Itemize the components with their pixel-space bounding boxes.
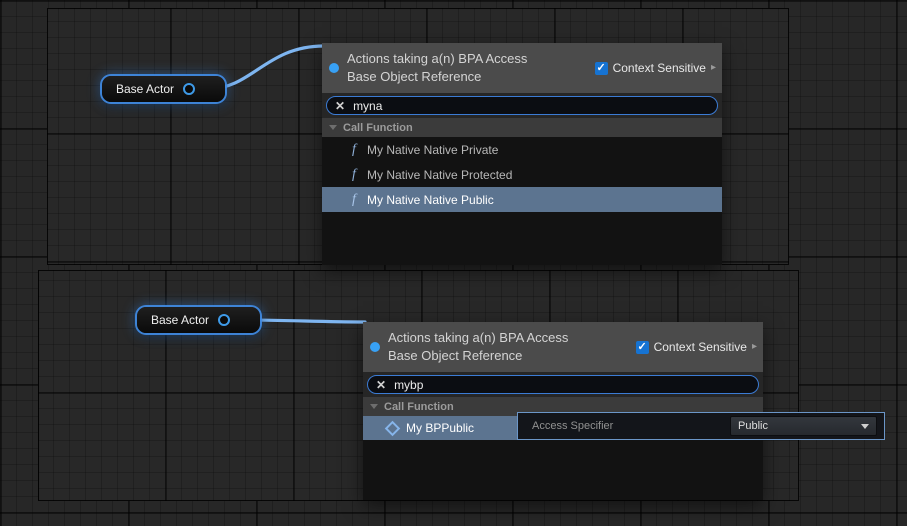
expand-arrow-icon[interactable]: ▸ bbox=[710, 62, 716, 73]
search-field[interactable]: ✕ bbox=[326, 96, 718, 115]
context-menu-bottom: Actions taking a(n) BPA Access Base Obje… bbox=[363, 322, 763, 500]
collapse-triangle-icon[interactable] bbox=[329, 125, 337, 130]
access-specifier-flyout: Access Specifier Public bbox=[517, 412, 885, 440]
base-actor-node[interactable]: Base Actor bbox=[137, 307, 260, 333]
context-menu-title: Actions taking a(n) BPA Access Base Obje… bbox=[388, 330, 569, 363]
category-call-function[interactable]: Call Function bbox=[363, 397, 763, 416]
search-input[interactable] bbox=[353, 98, 709, 113]
context-sensitive-toggle[interactable]: ✓ Context Sensitive ▸ bbox=[594, 61, 716, 75]
list-item-selected[interactable]: f My Native Native Public bbox=[322, 187, 722, 212]
function-icon: f bbox=[352, 141, 356, 157]
search-input[interactable] bbox=[394, 377, 750, 392]
output-pin-icon[interactable] bbox=[183, 83, 196, 95]
clear-search-icon[interactable]: ✕ bbox=[376, 377, 387, 392]
access-specifier-label: Access Specifier bbox=[532, 420, 614, 432]
base-actor-node[interactable]: Base Actor bbox=[102, 76, 225, 102]
chevron-down-icon bbox=[861, 423, 869, 429]
context-menu-header: Actions taking a(n) BPA Access Base Obje… bbox=[363, 322, 763, 372]
access-specifier-dropdown[interactable]: Public bbox=[730, 416, 877, 436]
context-menu-header: Actions taking a(n) BPA Access Base Obje… bbox=[322, 43, 722, 93]
pin-type-dot-icon bbox=[329, 63, 339, 73]
context-sensitive-checkbox[interactable]: ✓ bbox=[594, 61, 608, 75]
context-sensitive-checkbox[interactable]: ✓ bbox=[635, 340, 649, 354]
search-row: ✕ bbox=[363, 372, 763, 397]
context-sensitive-label: Context Sensitive bbox=[653, 340, 747, 354]
context-sensitive-label: Context Sensitive bbox=[612, 61, 706, 75]
search-row: ✕ bbox=[322, 93, 722, 118]
expand-arrow-icon[interactable]: ▸ bbox=[751, 341, 757, 352]
clear-search-icon[interactable]: ✕ bbox=[335, 98, 346, 113]
collapse-triangle-icon[interactable] bbox=[370, 404, 378, 409]
pin-type-dot-icon bbox=[370, 342, 380, 352]
output-pin-icon[interactable] bbox=[218, 314, 231, 326]
action-list: f My Native Native Private f My Native N… bbox=[322, 137, 722, 265]
search-field[interactable]: ✕ bbox=[367, 375, 759, 394]
context-menu-top: Actions taking a(n) BPA Access Base Obje… bbox=[322, 43, 722, 265]
list-item[interactable]: f My Native Native Protected bbox=[322, 162, 722, 187]
category-call-function[interactable]: Call Function bbox=[322, 118, 722, 137]
function-call-icon bbox=[384, 420, 401, 436]
context-sensitive-toggle[interactable]: ✓ Context Sensitive ▸ bbox=[635, 340, 757, 354]
node-title: Base Actor bbox=[151, 313, 210, 327]
function-icon: f bbox=[352, 166, 356, 182]
function-icon: f bbox=[352, 191, 356, 207]
context-menu-title: Actions taking a(n) BPA Access Base Obje… bbox=[347, 51, 528, 84]
node-title: Base Actor bbox=[116, 82, 175, 96]
list-item[interactable]: f My Native Native Private bbox=[322, 137, 722, 162]
